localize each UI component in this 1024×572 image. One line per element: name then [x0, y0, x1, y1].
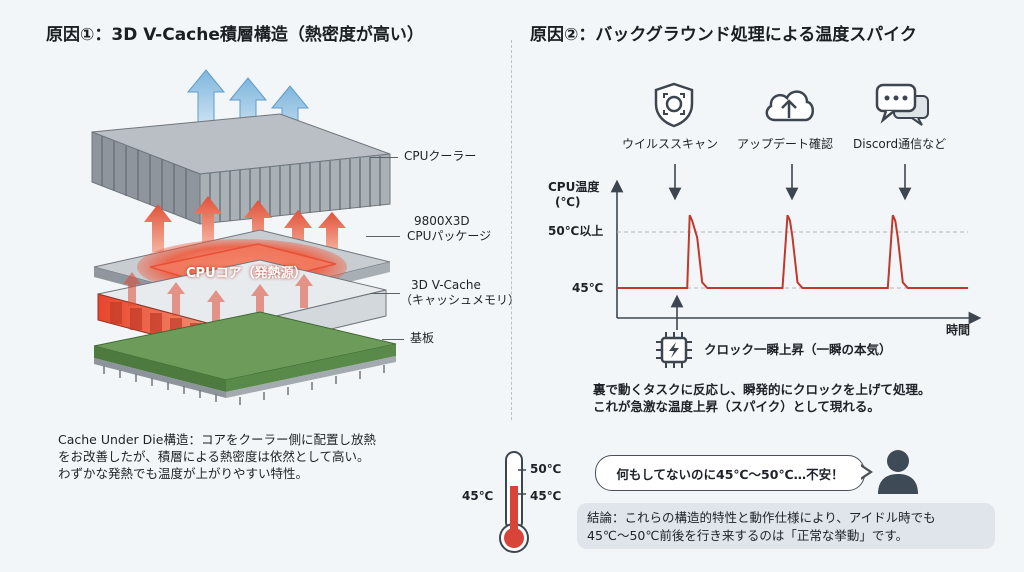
event-label-update: アップデート確認: [737, 137, 834, 151]
conclusion-line: 結論：これらの構造的特性と動作仕様により、アイドル時でも: [587, 510, 936, 525]
right-explanation-line: 裏で動くタスクに反応し、瞬発的にクロックを上げて処理。: [593, 382, 931, 397]
airflow-arrows: [186, 69, 310, 149]
speech-bubble-tail-inner: [860, 466, 869, 478]
right-explanation-line: これが急激な温度上昇（スパイク）として現れる。: [593, 399, 880, 414]
panel-divider: [511, 40, 512, 420]
package-label-line1: 9800X3D: [414, 214, 470, 228]
package-label-line2: CPUパッケージ: [407, 229, 492, 243]
core-label: CPUコア（発熱源）: [186, 266, 307, 281]
left-description-line: をお改善したが、積層による熱密度は依然として高い。: [58, 449, 370, 464]
y-axis-label-line2: (℃): [555, 195, 581, 209]
cooler-label: CPUクーラー: [404, 149, 477, 163]
substrate-layer: [93, 311, 397, 405]
cpu-stack-illustration: [91, 69, 397, 405]
temperature-line: [617, 214, 968, 289]
vcache-leader: [370, 293, 400, 294]
clock-label: クロック一瞬上昇（一瞬の本気）: [704, 342, 892, 357]
thermometer-icon: [499, 451, 529, 553]
y-tick-label-50: 50℃以上: [548, 224, 604, 238]
left-description-line: わずかな発熱でも温度が上がりやすい特性。: [58, 466, 309, 481]
cloud-upload-icon: [765, 90, 814, 122]
right-title: 原因②：バックグラウンド処理による温度スパイク: [530, 25, 917, 45]
left-description-line: Cache Under Die構造：コアをクーラー側に配置し放熱: [58, 432, 376, 447]
event-label-scan: ウイルススキャン: [622, 137, 719, 151]
substrate-leader: [382, 339, 404, 340]
event-label-discord: Discord通信など: [853, 137, 947, 151]
y-tick-label-45: 45℃: [572, 281, 604, 295]
left-title: 原因①：3D V-Cache積層構造（熱密度が高い）: [46, 25, 424, 45]
speech-bubble-text: 何もしてないのに45℃〜50℃…不安！: [616, 466, 844, 482]
event-arrows: [668, 164, 912, 201]
vcache-label-line1: 3D V-Cache: [411, 278, 481, 292]
x-axis-label: 時間: [946, 323, 971, 337]
speech-bubble: 何もしてないのに45℃〜50℃…不安！: [595, 455, 865, 491]
chat-bubbles-icon: [875, 83, 929, 126]
cpu-cooler-heatsink: [91, 113, 391, 225]
thermo-label-top: 50℃: [530, 462, 562, 476]
substrate-label: 基板: [410, 331, 435, 345]
y-axis-label-line1: CPU温度: [548, 180, 600, 194]
shield-scan-icon: [654, 82, 694, 128]
package-leader: [366, 236, 400, 237]
user-avatar-icon: [878, 450, 918, 494]
left-description: Cache Under Die構造：コアをクーラー側に配置し放熱 をお改善したが…: [58, 431, 376, 482]
cpu-chip-icon: [656, 332, 692, 368]
conclusion-line: 45℃〜50℃前後を行き来するのは「正常な挙動」です。: [587, 528, 909, 543]
cooler-leader: [370, 157, 398, 158]
thermo-label-left: 45℃: [462, 489, 494, 503]
heat-arrows: [144, 196, 346, 254]
right-explanation: 裏で動くタスクに反応し、瞬発的にクロックを上げて処理。 これが急激な温度上昇（ス…: [593, 381, 931, 415]
conclusion-box: 結論：これらの構造的特性と動作仕様により、アイドル時でも 45℃〜50℃前後を行…: [577, 503, 995, 549]
temperature-chart: [610, 164, 982, 330]
vcache-label-line2: （キャッシュメモリ）: [400, 293, 521, 307]
thermo-label-right: 45℃: [530, 489, 562, 503]
